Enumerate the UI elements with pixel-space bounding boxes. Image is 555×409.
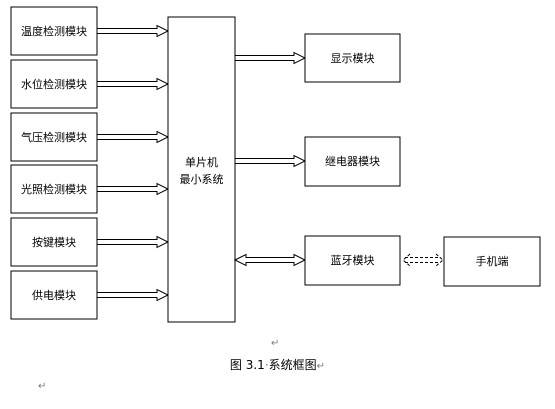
input-module-label: 水位检测模块 (21, 77, 87, 91)
output-module-relay: 继电器模块 (304, 136, 401, 187)
arrow-right-4 (96, 182, 170, 196)
arrow-to-relay (234, 154, 307, 168)
arrow-right-3 (96, 130, 170, 144)
paragraph-mark: ↵ (316, 361, 326, 372)
output-module-label: 显示模块 (331, 52, 375, 65)
mcu-label-line1: 单片机 (185, 155, 218, 169)
caption-text: 系统框图 (268, 358, 317, 372)
input-module-label: 按键模块 (32, 235, 76, 249)
phone-terminal: 手机端 (443, 236, 541, 287)
input-module-temperature: 温度检测模块 (10, 6, 98, 56)
arrow-to-display (234, 51, 307, 65)
input-module-label: 供电模块 (32, 288, 76, 302)
arrow-right-2 (96, 77, 170, 91)
input-module-light: 光照检测模块 (10, 164, 98, 214)
output-module-label: 蓝牙模块 (331, 254, 375, 267)
input-module-key: 按键模块 (10, 217, 98, 267)
figure-caption: 图 3.1·系统框图↵ (229, 358, 326, 372)
input-module-label: 气压检测模块 (21, 130, 87, 144)
paragraph-mark: ↵ (271, 338, 280, 349)
input-module-label: 温度检测模块 (21, 24, 87, 38)
output-module-label: 继电器模块 (325, 155, 380, 168)
arrow-right-6 (96, 288, 170, 302)
paragraph-mark: ↵ (38, 381, 47, 392)
wireless-link (402, 253, 444, 267)
input-module-label: 光照检测模块 (21, 182, 87, 196)
caption-prefix: 图 3.1 (229, 358, 265, 372)
input-module-pressure: 气压检测模块 (10, 112, 98, 162)
arrow-bidirectional-bluetooth (233, 253, 307, 267)
mcu-label-line2: 最小系统 (180, 173, 224, 186)
output-module-display: 显示模块 (304, 33, 401, 83)
input-module-power: 供电模块 (10, 270, 98, 320)
arrow-right-1 (96, 24, 170, 38)
arrow-right-5 (96, 235, 170, 249)
mcu-minimal-system: 单片机 最小系统 (167, 16, 236, 323)
input-module-water-level: 水位检测模块 (10, 59, 98, 109)
phone-label: 手机端 (476, 254, 509, 268)
output-module-bluetooth: 蓝牙模块 (304, 235, 401, 286)
